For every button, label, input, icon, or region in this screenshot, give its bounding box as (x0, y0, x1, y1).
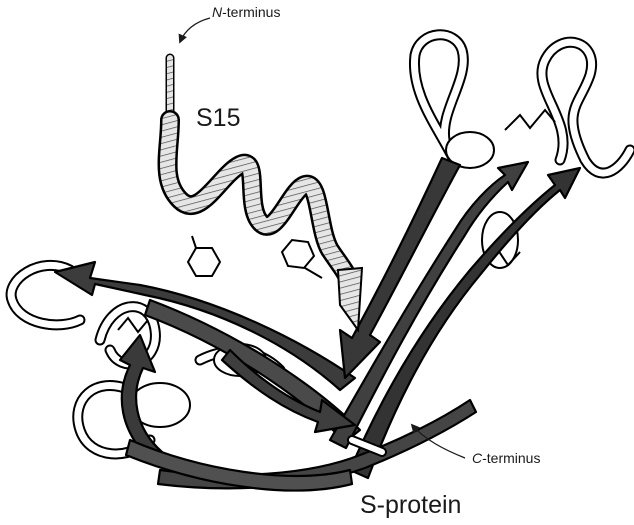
side-chains (188, 236, 322, 278)
n-terminus-leader (180, 18, 210, 42)
helix-cylinders (130, 132, 518, 427)
n-terminus-label: N-terminus (212, 4, 280, 20)
s15-peptide (168, 58, 363, 330)
c-terminus-label: C-terminus (472, 450, 540, 466)
s15-label: S15 (196, 104, 240, 133)
s-protein-label: S-protein (360, 491, 461, 520)
